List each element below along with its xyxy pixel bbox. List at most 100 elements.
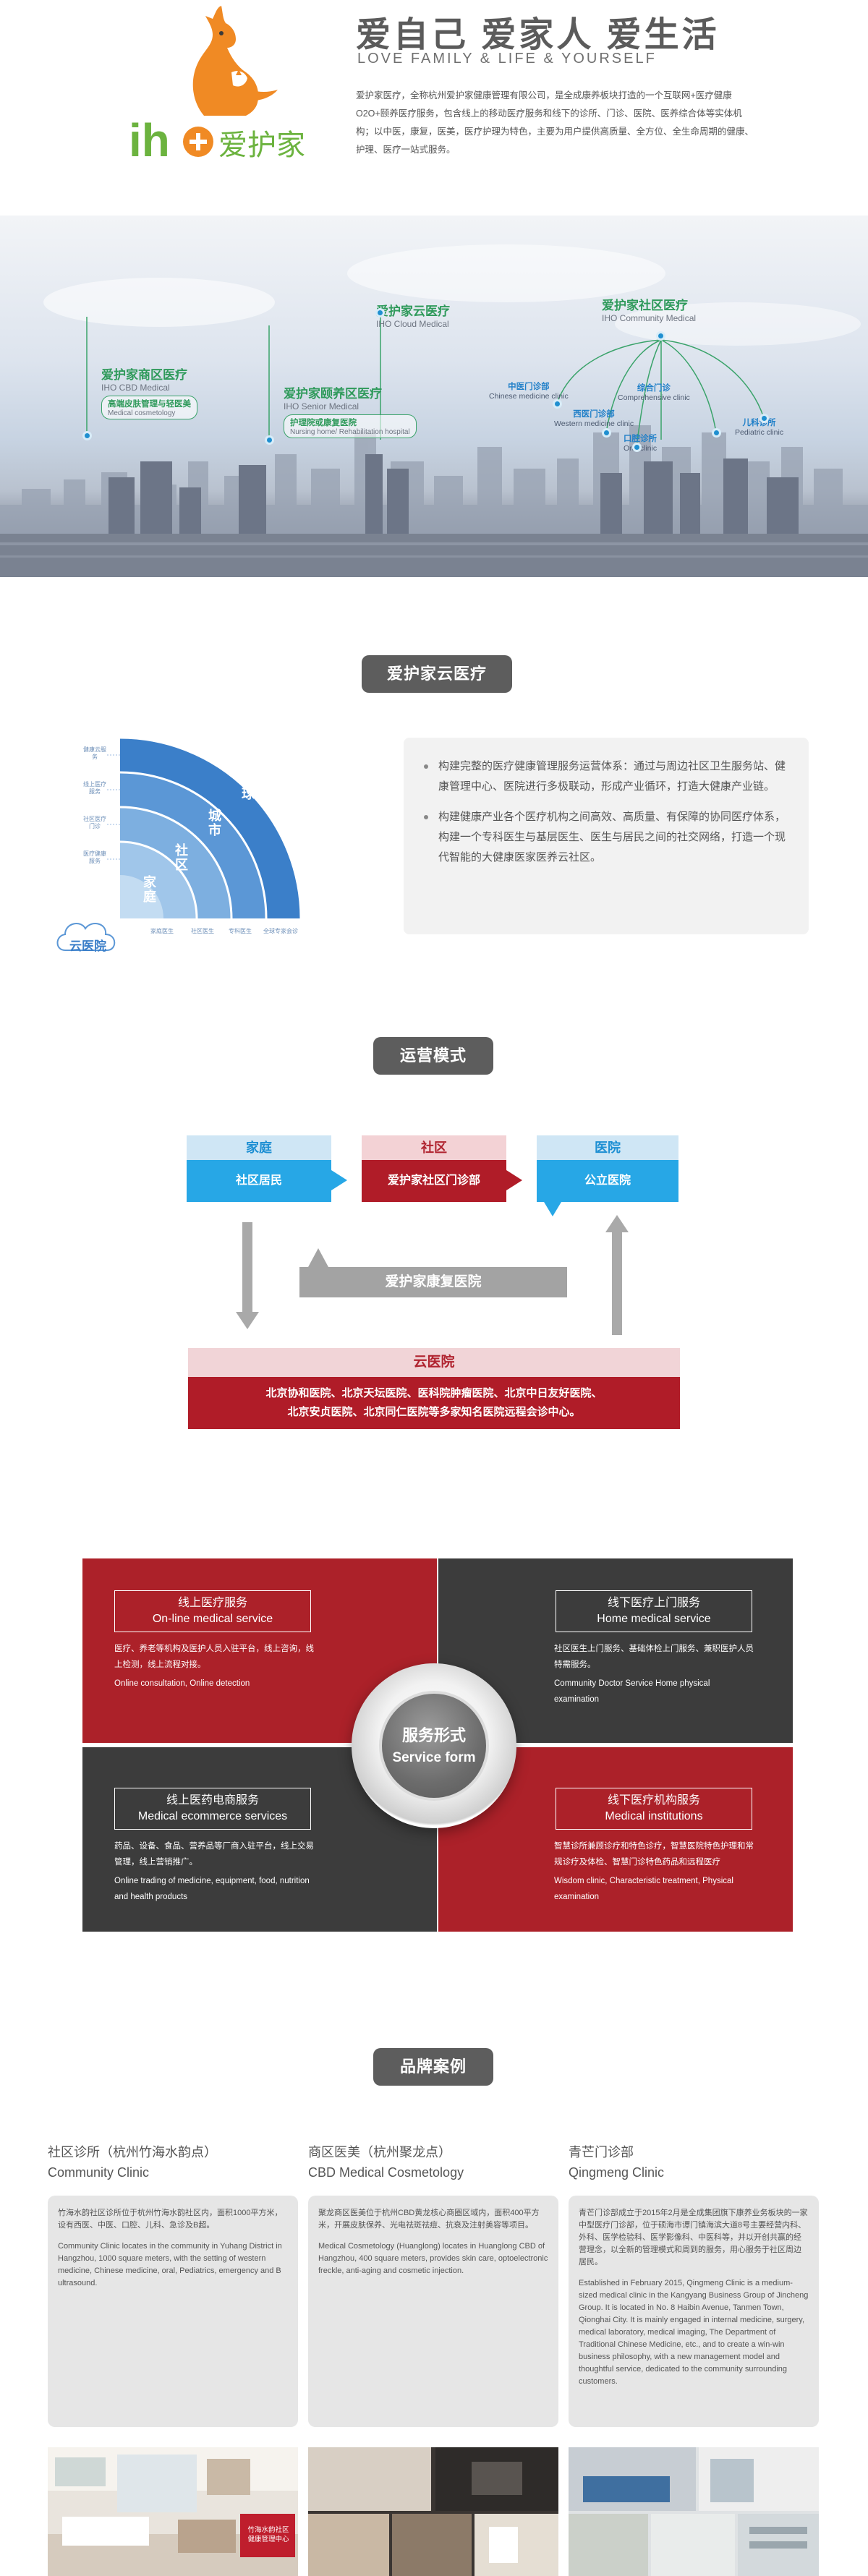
service-center-badge: 服务形式 Service form bbox=[379, 1691, 489, 1801]
brand-logo: ih 爱护家 bbox=[123, 0, 326, 166]
section-title-cases: 品牌案例 bbox=[373, 2048, 493, 2086]
service-title-cn: 线上医药电商服务 bbox=[166, 1794, 259, 1807]
service-desc-en: Community Doctor Service Home physical e… bbox=[554, 1679, 710, 1704]
hospital-head: 医院 bbox=[537, 1135, 678, 1160]
community-head: 社区 bbox=[362, 1135, 506, 1160]
service-desc-cn: 药品、设备、食品、营养品等厂商入驻平台，线上交易管理，线上营销推广。 bbox=[114, 1842, 314, 1867]
photo-sign: 竹海水韵社区健康管理中心 bbox=[247, 2526, 289, 2543]
case-description: 聚龙商区医美位于杭州CBD黄龙核心商圈区域内，面积400平方米，开展皮肤保养、光… bbox=[308, 2196, 558, 2427]
arrow-up-icon bbox=[605, 1215, 629, 1232]
case-desc-cn: 青芒门诊部成立于2015年2月是全成集团旗下康养业务板块的一家中型医疗门诊部，位… bbox=[579, 2209, 808, 2266]
section-title-cloud: 爱护家云医疗 bbox=[362, 655, 512, 693]
service-desc: 智慧诊所兼顾诊疗和特色诊疗，智慧医院特色护理和常规诊疗及体检、智慧门诊特色药品和… bbox=[554, 1838, 757, 1905]
cloud-info-panel: 构建完整的医疗健康管理服务运营体系：通过与周边社区卫生服务站、健康管理中心、医院… bbox=[404, 738, 809, 934]
clinic-en: Comprehensive clinic bbox=[618, 393, 690, 402]
service-desc-en: Wisdom clinic, Characteristic treatment,… bbox=[554, 1877, 733, 1901]
hospital-body: 公立医院 bbox=[537, 1160, 678, 1202]
service-desc-cn: 智慧诊所兼顾诊疗和特色诊疗，智慧医院特色护理和常规诊疗及体检、智慧门诊特色药品和… bbox=[554, 1842, 754, 1867]
clinic-oral: 口腔诊所 Oral clinic bbox=[624, 432, 657, 453]
bottom-label: 社区医生 bbox=[191, 928, 214, 934]
service-desc: 社区医生上门服务、基础体检上门服务、兼职医护人员特需服务。 Community … bbox=[554, 1641, 757, 1707]
senior-pill-cn: 护理院或康复医院 bbox=[290, 419, 357, 427]
cloud-title: 爱护家云医疗 bbox=[376, 304, 450, 318]
case-title-cn: 商区医美（杭州聚龙点） bbox=[308, 2145, 451, 2159]
cbd-location-dot bbox=[82, 431, 92, 440]
side-label: 健康云服务 bbox=[83, 746, 106, 760]
service-title-en: Home medical service bbox=[597, 1613, 711, 1625]
family-head: 家庭 bbox=[187, 1135, 331, 1160]
cloud-hospital-label: 云医院 bbox=[69, 939, 106, 953]
svg-text:爱护家: 爱护家 bbox=[218, 129, 305, 161]
kangaroo-logo-icon: ih 爱护家 bbox=[129, 6, 305, 166]
clinic-western-medicine: 西医门诊部 Western medicine clinic bbox=[554, 408, 634, 428]
service-desc-cn: 医疗、养老等机构及医护人员入驻平台，线上咨询，线上检测，线上流程对接。 bbox=[114, 1645, 314, 1669]
city-skyline-banner: 爱护家商区医疗 IHO CBD Medical 高端皮肤管理与轻医美 Medic… bbox=[0, 216, 868, 577]
clinic-cn: 中医门诊部 bbox=[508, 383, 550, 391]
arrow-down-shaft bbox=[242, 1222, 252, 1313]
case-title-en: CBD Medical Cosmetology bbox=[308, 2165, 464, 2180]
cbd-title: 爱护家商区医疗 bbox=[101, 368, 187, 382]
ring-label-community: 社区 bbox=[175, 843, 188, 872]
case-title-cn: 青芒门诊部 bbox=[569, 2145, 634, 2159]
service-online-medical: 线上医疗服务 On-line medical service 医疗、养老等机构及… bbox=[82, 1558, 437, 1743]
ring-label-city: 城市 bbox=[208, 809, 221, 837]
clinic-dot bbox=[760, 414, 769, 423]
service-desc-en: Online consultation, Online detection bbox=[114, 1679, 250, 1688]
case-desc-en: Medical Cosmetology (Huanglong) locates … bbox=[318, 2242, 548, 2275]
clinic-cn: 西医门诊部 bbox=[573, 410, 615, 419]
service-title-cn: 线下医疗上门服务 bbox=[607, 1597, 700, 1609]
section-title-ops: 运营模式 bbox=[373, 1037, 493, 1075]
service-label: 线下医疗机构服务 Medical institutions bbox=[556, 1788, 752, 1830]
service-label: 线上医疗服务 On-line medical service bbox=[114, 1590, 311, 1632]
case-photo-qingmeng-clinic bbox=[569, 2447, 819, 2576]
service-center-en: Service form bbox=[392, 1750, 476, 1765]
community-pointer bbox=[506, 1170, 522, 1190]
case-photo-cbd-cosmetology bbox=[308, 2447, 558, 2576]
senior-title: 爱护家颐养区医疗 bbox=[284, 387, 382, 401]
community-hub-dot bbox=[656, 331, 665, 341]
case-title-en: Community Clinic bbox=[48, 2165, 150, 2180]
senior-callout: 爱护家颐养区医疗 IHO Senior Medical 护理院或康复医院 Nur… bbox=[284, 383, 417, 438]
clinic-en: Chinese medicine clinic bbox=[489, 392, 569, 401]
cloud-hospital-head: 云医院 bbox=[188, 1348, 680, 1377]
cloud-hospital-line: 北京协和医院、北京天坛医院、医科院肿瘤医院、北京中日友好医院、 bbox=[265, 1387, 603, 1399]
clinic-chinese-medicine: 中医门诊部 Chinese medicine clinic bbox=[489, 380, 569, 401]
case-title-cn: 社区诊所（杭州竹海水韵点） bbox=[48, 2145, 217, 2159]
case-desc-en: Community Clinic locates in the communit… bbox=[58, 2242, 282, 2287]
cosmetology-interior-image bbox=[308, 2447, 558, 2576]
community-callout: 爱护家社区医疗 IHO Community Medical bbox=[602, 295, 696, 323]
case-heading: 社区诊所（杭州竹海水韵点） Community Clinic bbox=[48, 2142, 217, 2180]
rehab-up-icon bbox=[308, 1248, 328, 1267]
service-label: 线上医药电商服务 Medical ecommerce services bbox=[114, 1788, 311, 1830]
case-desc-cn: 聚龙商区医美位于杭州CBD黄龙核心商圈区域内，面积400平方米，开展皮肤保养、光… bbox=[318, 2209, 540, 2230]
service-title-en: Medical ecommerce services bbox=[137, 1810, 288, 1822]
cbd-pill-en: Medical cosmetology bbox=[108, 409, 176, 417]
cloud-location-dot bbox=[375, 308, 385, 317]
cbd-pill: 高端皮肤管理与轻医美 Medical cosmetology bbox=[101, 396, 197, 419]
cbd-callout: 爱护家商区医疗 IHO CBD Medical 高端皮肤管理与轻医美 Medic… bbox=[101, 364, 197, 419]
cloud-ring-diagram: 全球 城市 社区 家庭 健康云服务 线上医疗服务 社区医疗门诊 医疗健康服务 家… bbox=[56, 730, 317, 962]
rehab-hospital-bar: 爱护家康复医院 bbox=[299, 1267, 567, 1297]
clinic-dot bbox=[602, 428, 611, 438]
ring-label-global: 全球 bbox=[242, 772, 255, 801]
cloud-hospital-line: 北京安贞医院、北京同仁医院等多家知名医院远程会诊中心。 bbox=[287, 1406, 581, 1418]
bottom-label: 专科医生 bbox=[229, 928, 252, 934]
family-pointer bbox=[331, 1170, 347, 1190]
cbd-pill-cn: 高端皮肤管理与轻医美 bbox=[108, 400, 191, 409]
arrow-down-icon bbox=[236, 1312, 259, 1329]
clinic-dot bbox=[553, 399, 562, 409]
case-desc-cn: 竹海水韵社区诊所位于杭州竹海水韵社区内，面积1000平方米，设有西医、中医、口腔… bbox=[58, 2209, 283, 2230]
service-center-cn: 服务形式 bbox=[401, 1726, 466, 1744]
ring-label-family: 家庭 bbox=[143, 875, 156, 904]
case-title-en: Qingmeng Clinic bbox=[569, 2165, 665, 2180]
bottom-label: 家庭医生 bbox=[150, 928, 174, 934]
company-intro: 爱护家医疗，全称杭州爱护家健康管理有限公司，是全成康养板块打造的一个互联网+医疗… bbox=[356, 90, 754, 155]
community-body: 爱护家社区门诊部 bbox=[362, 1160, 506, 1202]
cloud-subtitle: IHO Cloud Medical bbox=[376, 319, 449, 329]
case-heading: 商区医美（杭州聚龙点） CBD Medical Cosmetology bbox=[308, 2142, 464, 2180]
skyline-illustration bbox=[0, 244, 868, 577]
cbd-subtitle: IHO CBD Medical bbox=[101, 383, 170, 393]
clinic-en: Western medicine clinic bbox=[554, 419, 634, 428]
senior-pill-en: Nursing home/ Rehabilitation hospital bbox=[290, 428, 410, 436]
clinic-cn: 综合门诊 bbox=[637, 384, 671, 393]
